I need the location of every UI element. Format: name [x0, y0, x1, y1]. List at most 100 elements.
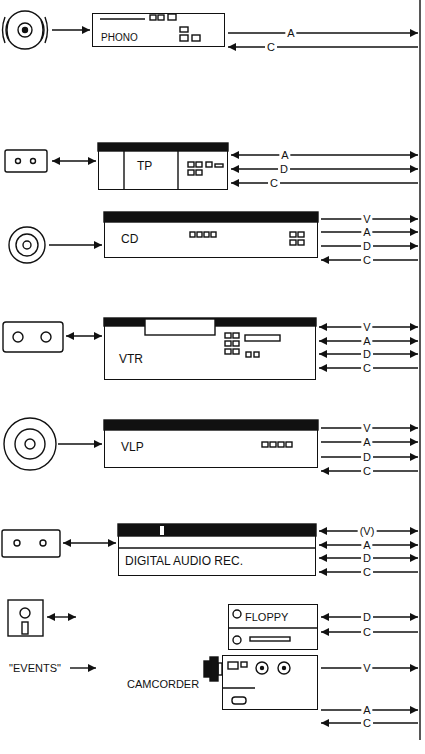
phono-detail: [180, 27, 188, 32]
cd-detail: [298, 240, 304, 245]
camcorder-detail: [228, 662, 238, 669]
vtr-detail: [245, 335, 280, 341]
feed-arrow: [52, 160, 96, 161]
record-icon: [7, 20, 9, 40]
floppy-detail: [228, 627, 318, 628]
feed-arrow: [47, 616, 76, 617]
videodisc-icon: [15, 429, 45, 459]
device-box: VTR: [104, 318, 316, 380]
dar-detail: [118, 524, 316, 548]
cd-detail: [104, 212, 318, 245]
feed-arrow: [63, 542, 116, 543]
phono-detail: [100, 18, 145, 19]
signal-label: (V): [358, 525, 377, 537]
device-name: CAMCORDER: [127, 678, 199, 691]
camcorder-detail: [204, 657, 290, 704]
signal-label: V: [361, 662, 372, 674]
vlp-detail: [270, 442, 276, 447]
tp-detail: [196, 162, 202, 167]
tp-detail: [188, 162, 194, 167]
signal-label: V: [361, 321, 372, 333]
signal-label: A: [279, 149, 290, 161]
bus-line: [419, 0, 420, 740]
feed-arrow: [58, 443, 102, 444]
cassette-icon: [31, 159, 36, 164]
device-name: PHONO: [101, 31, 138, 44]
vlp-detail: [262, 442, 268, 447]
feed-arrow: [66, 335, 102, 336]
camcorder-detail: [283, 667, 286, 670]
dat-cassette-icon: [40, 540, 46, 546]
dat-cassette-icon: [2, 530, 60, 557]
vlp-detail: [286, 442, 292, 447]
record-icon: [41, 20, 43, 40]
signal-line: [231, 182, 418, 183]
device-name: DIGITAL AUDIO REC.: [125, 555, 243, 568]
cd-detail: [290, 232, 296, 237]
camcorder-detail: [241, 662, 247, 667]
signal-line: [228, 46, 418, 47]
cd-detail: [298, 232, 304, 237]
vtr-detail: [225, 341, 231, 346]
signal-label: D: [361, 451, 373, 463]
vtr-detail: [233, 349, 239, 354]
phono-detail: [180, 35, 188, 41]
vlp-detail: [104, 420, 318, 430]
tp-detail: [206, 162, 212, 167]
feed-arrow: [52, 160, 96, 161]
cassette-icon: [5, 150, 47, 172]
cd-icon: [16, 234, 38, 256]
floppy-detail: [228, 610, 318, 644]
phono-detail: [168, 14, 176, 20]
device-box: PHONO: [92, 13, 225, 47]
tp-detail: [177, 151, 178, 190]
vtr-detail: [225, 349, 231, 354]
vtr-detail: [225, 333, 231, 338]
cd-icon: [23, 241, 31, 249]
floppy-icon: [20, 608, 30, 618]
signal-label: C: [265, 41, 277, 53]
signal-label: D: [361, 552, 373, 564]
signal-label: D: [361, 240, 373, 252]
cd-detail: [290, 240, 296, 245]
signal-line: [231, 168, 418, 169]
signal-label: C: [361, 465, 373, 477]
videodisc-icon: [4, 418, 56, 470]
signal-label: C: [361, 626, 373, 638]
feed-arrow: [52, 29, 90, 30]
feed-arrow: [47, 616, 76, 617]
phono-detail: [192, 35, 200, 41]
phono-detail: [158, 15, 164, 20]
cd-detail: [204, 232, 209, 237]
cd-icon: [9, 227, 45, 263]
signal-label: D: [361, 611, 373, 623]
events-arrow: [70, 667, 96, 668]
cd-icon: [9, 227, 45, 263]
vtr-detail: [254, 352, 259, 357]
floppy-detail: [233, 610, 241, 618]
illustration: [2, 0, 420, 740]
camcorder-detail: [222, 687, 255, 688]
feed-arrow: [66, 335, 102, 336]
floppy-icon: [22, 622, 28, 634]
video-cassette-icon: [3, 322, 63, 352]
device-box: CAMCORDER: [222, 655, 318, 710]
feed-arrow: [49, 244, 102, 245]
cassette-icon: [5, 150, 47, 172]
vtr-detail: [104, 318, 316, 357]
tp-detail: [123, 151, 124, 190]
device-box: TP: [98, 143, 228, 190]
device-name: TP: [137, 160, 152, 173]
signal-label: A: [361, 226, 372, 238]
camcorder-detail: [278, 662, 290, 674]
record-icon: [6, 11, 44, 49]
videodisc-icon: [4, 418, 56, 470]
feed-arrow: [49, 244, 102, 245]
cd-detail: [211, 232, 216, 237]
camcorder-detail: [261, 667, 264, 670]
signal-label: D: [361, 348, 373, 360]
dat-cassette-icon: [14, 540, 20, 546]
signal-label: C: [268, 177, 280, 189]
